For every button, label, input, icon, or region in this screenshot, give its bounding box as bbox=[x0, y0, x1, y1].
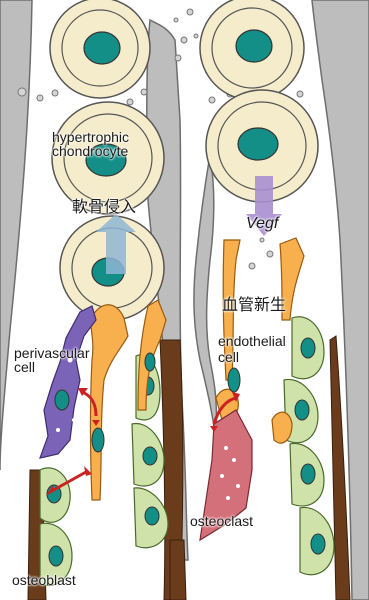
label-hypertrophic: hypertrophic bbox=[52, 130, 129, 144]
label-chondrocyte: chondrocyte bbox=[52, 144, 128, 158]
perivascular-cell bbox=[40, 306, 96, 458]
label-perivascular-cell: cell bbox=[14, 360, 35, 374]
label-cartilage-invasion: 軟骨侵入 bbox=[72, 199, 136, 215]
label-perivascular: perivascular bbox=[14, 346, 89, 360]
label-osteoblast: osteoblast bbox=[12, 573, 76, 587]
label-endothelial-cell: cell bbox=[218, 350, 239, 364]
label-osteoclast: osteoclast bbox=[190, 514, 253, 528]
label-angiogenesis: 血管新生 bbox=[222, 297, 286, 313]
label-endothelial: endothelial bbox=[218, 334, 286, 348]
label-vegf: Vegf bbox=[246, 216, 278, 232]
